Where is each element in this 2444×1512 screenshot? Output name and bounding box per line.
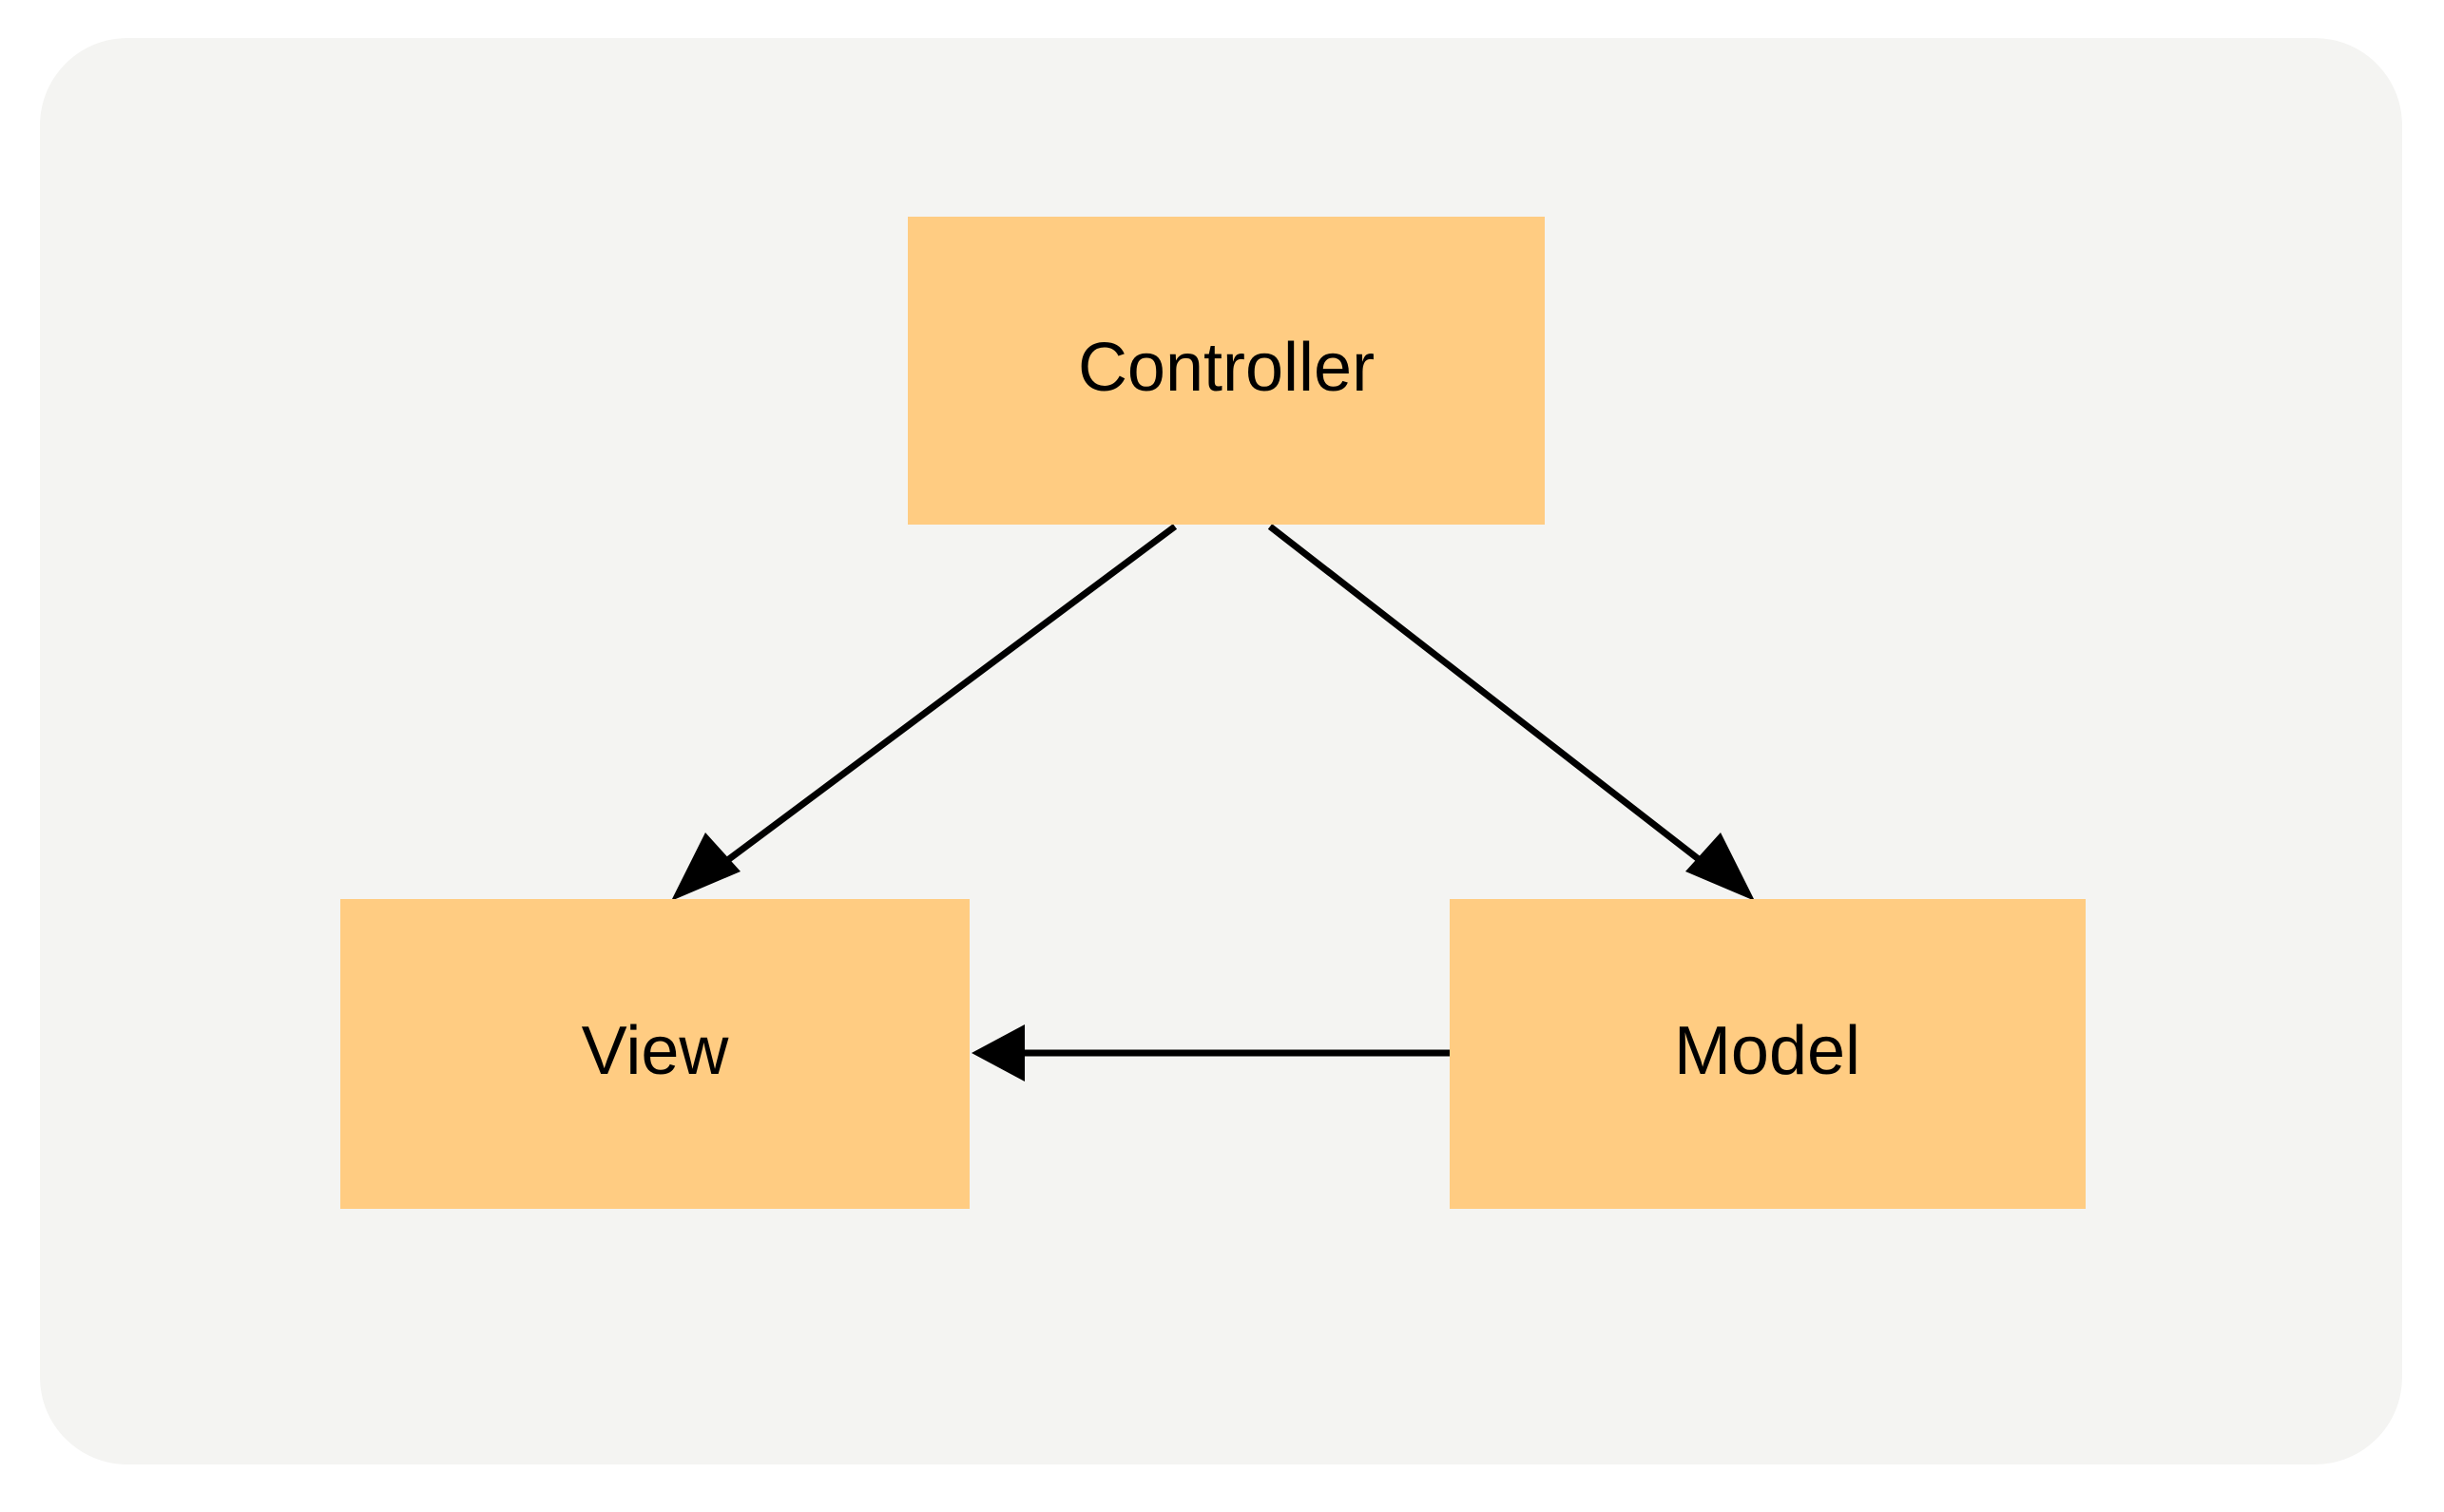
node-view-box[interactable]	[340, 899, 970, 1209]
edge-model-to-view	[972, 1024, 1450, 1081]
node-controller[interactable]: Controller	[908, 217, 1545, 525]
node-model-label: Model	[1674, 1013, 1860, 1089]
edge-controller-to-model	[1267, 524, 1755, 901]
node-model[interactable]: Model	[1450, 899, 2086, 1209]
edge-controller-to-view-arrowhead	[671, 833, 741, 901]
edge-controller-to-view	[671, 524, 1178, 901]
node-model-box[interactable]	[1450, 899, 2086, 1209]
node-controller-box[interactable]	[908, 217, 1545, 525]
edge-controller-to-view-line	[685, 524, 1178, 892]
node-view-label: View	[582, 1013, 730, 1089]
edge-model-to-view-arrowhead	[972, 1024, 1025, 1081]
edge-controller-to-model-arrowhead	[1685, 833, 1755, 901]
node-view[interactable]: View	[340, 899, 970, 1209]
edge-controller-to-model-line	[1267, 524, 1741, 892]
node-controller-label: Controller	[1078, 330, 1375, 406]
